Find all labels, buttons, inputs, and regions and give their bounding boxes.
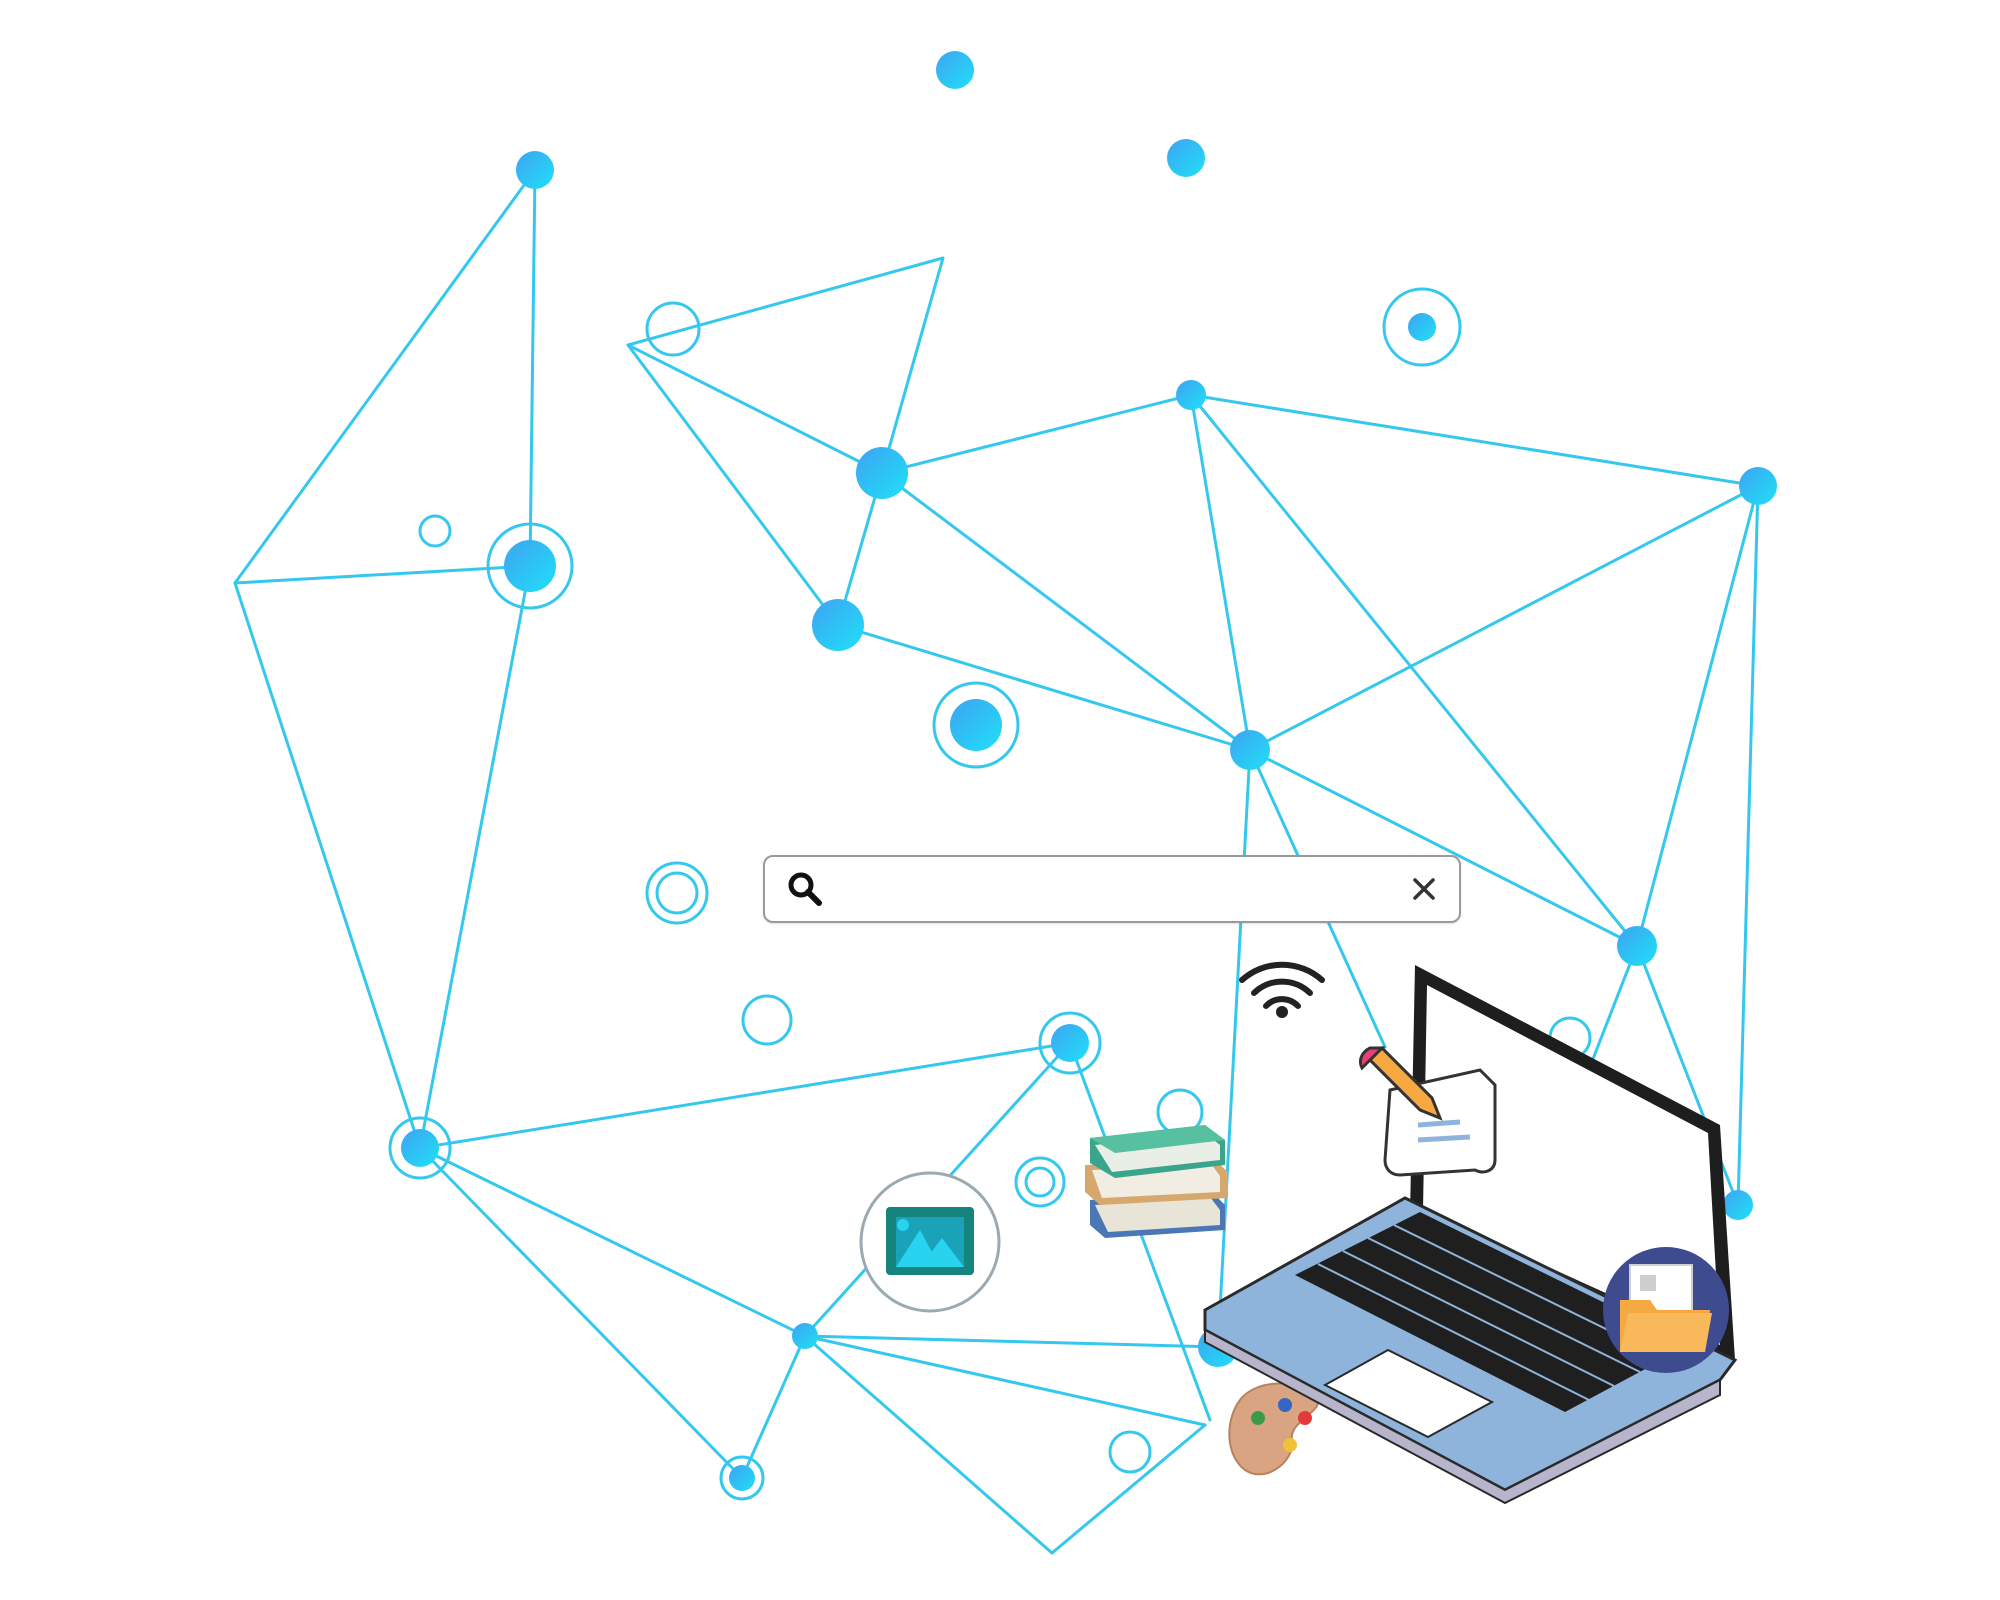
clear-search-button[interactable]: [1407, 872, 1441, 906]
network-ring: [645, 861, 709, 925]
search-input[interactable]: [825, 867, 1407, 911]
close-icon: [1413, 878, 1435, 900]
books-icon: [1085, 1125, 1228, 1238]
network-ring: [645, 301, 701, 357]
network-node: [936, 51, 974, 89]
network-ring: [655, 871, 699, 915]
network-node: [812, 599, 864, 651]
network-ring: [1024, 1166, 1056, 1198]
network-ring: [932, 681, 1020, 769]
network-node: [792, 1323, 818, 1349]
network-node: [516, 151, 554, 189]
network-ring: [1014, 1156, 1066, 1208]
network-node: [950, 699, 1002, 751]
search-icon: [788, 872, 822, 906]
network-node: [1230, 730, 1270, 770]
network-node: [1617, 926, 1657, 966]
network-node: [1408, 313, 1436, 341]
network-ring: [741, 994, 793, 1046]
network-node: [1739, 467, 1777, 505]
network-ring: [486, 522, 574, 610]
network-node: [1176, 380, 1206, 410]
network-ring: [418, 514, 452, 548]
network-node: [1051, 1024, 1089, 1062]
pencil-document-icon: [1358, 1045, 1497, 1177]
paint-palette-icon: [1228, 1382, 1319, 1476]
search-bar: [763, 855, 1461, 923]
image-icon: [859, 1171, 1001, 1313]
network-node: [401, 1129, 439, 1167]
network-ring: [1108, 1430, 1152, 1474]
wifi-icon: [1239, 961, 1325, 1018]
network-node: [1723, 1190, 1753, 1220]
network-node: [504, 540, 556, 592]
network-ring: [719, 1455, 765, 1501]
network-nodes: [401, 51, 1777, 1491]
network-ring: [1038, 1011, 1102, 1075]
network-node: [1167, 139, 1205, 177]
network-node: [856, 447, 908, 499]
network-node: [729, 1465, 755, 1491]
network-ring: [1382, 287, 1462, 367]
folder-icon: [1603, 1247, 1729, 1373]
network-ring: [388, 1116, 452, 1180]
